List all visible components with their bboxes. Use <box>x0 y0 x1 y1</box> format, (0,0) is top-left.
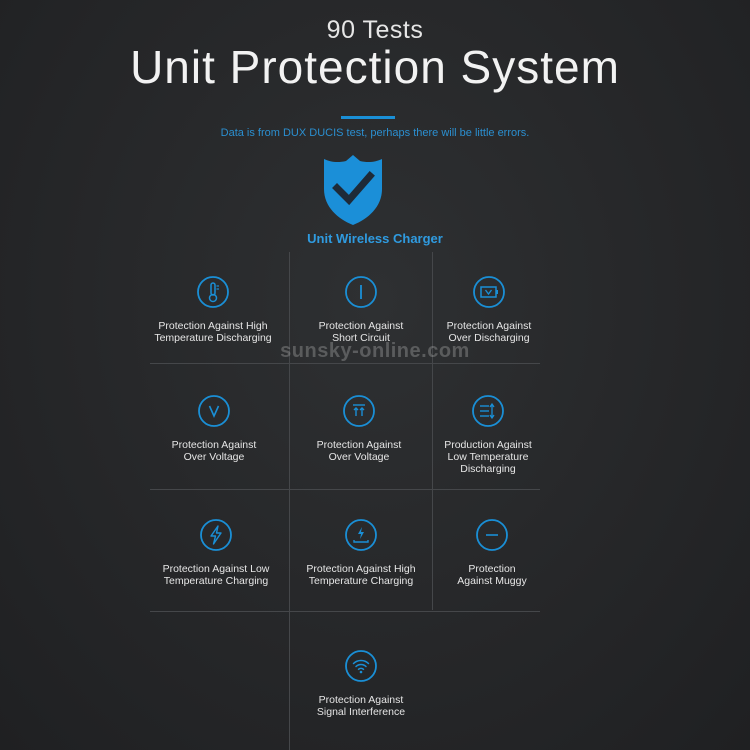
feature-label: Production Against Low Temperature Disch… <box>444 439 532 475</box>
minus-icon <box>476 519 508 551</box>
page-title: Unit Protection System <box>130 41 620 93</box>
thermometer-icon <box>197 276 229 308</box>
high-temp-charging-icon <box>345 519 377 551</box>
wifi-signal-icon <box>345 650 377 682</box>
feature-over-discharging: Protection Against Over Discharging <box>417 276 561 344</box>
over-voltage-arrows-icon <box>343 395 375 427</box>
feature-high-temp-charging: Protection Against High Temperature Char… <box>289 519 433 587</box>
watermark: sunsky-online.com <box>280 340 470 362</box>
feature-label: Protection Against High Temperature Char… <box>306 563 416 587</box>
feature-over-voltage-1: Protection Against Over Voltage <box>142 395 286 463</box>
feature-high-temp-discharging: Protection Against High Temperature Disc… <box>141 276 285 344</box>
feature-signal-interference: Protection Against Signal Interference <box>289 650 433 718</box>
shield-check-icon <box>324 155 382 225</box>
grid-line <box>150 489 540 490</box>
grid-line <box>289 252 290 750</box>
subtitle: 90 Tests <box>326 16 424 44</box>
title-underline <box>341 116 395 119</box>
short-circuit-icon <box>345 276 377 308</box>
feature-short-circuit: Protection Against Short Circuit <box>289 276 433 344</box>
feature-label: Protection Against Short Circuit <box>318 320 404 344</box>
feature-over-voltage-2: Protection Against Over Voltage <box>287 395 431 463</box>
feature-label: Protection Against Over Discharging <box>446 320 532 344</box>
feature-label: Protection Against Low Temperature Charg… <box>162 563 270 587</box>
feature-label: Protection Against Signal Interference <box>316 694 406 718</box>
grid-line <box>432 252 433 610</box>
voltage-icon <box>198 395 230 427</box>
product-name: Unit Wireless Charger <box>307 231 443 246</box>
feature-low-temp-discharging: Production Against Low Temperature Disch… <box>416 395 560 475</box>
low-temperature-icon <box>472 395 504 427</box>
feature-label: Protection Against Over Voltage <box>171 439 257 463</box>
battery-discharge-icon <box>473 276 505 308</box>
feature-label: Protection Against Muggy <box>457 563 527 587</box>
feature-label: Protection Against High Temperature Disc… <box>154 320 272 344</box>
feature-muggy: Protection Against Muggy <box>420 519 564 587</box>
feature-low-temp-charging: Protection Against Low Temperature Charg… <box>144 519 288 587</box>
disclaimer-text: Data is from DUX DUCIS test, perhaps the… <box>220 127 530 139</box>
lightning-icon <box>200 519 232 551</box>
grid-line <box>150 611 540 612</box>
grid-line <box>150 363 540 364</box>
feature-label: Protection Against Over Voltage <box>316 439 402 463</box>
